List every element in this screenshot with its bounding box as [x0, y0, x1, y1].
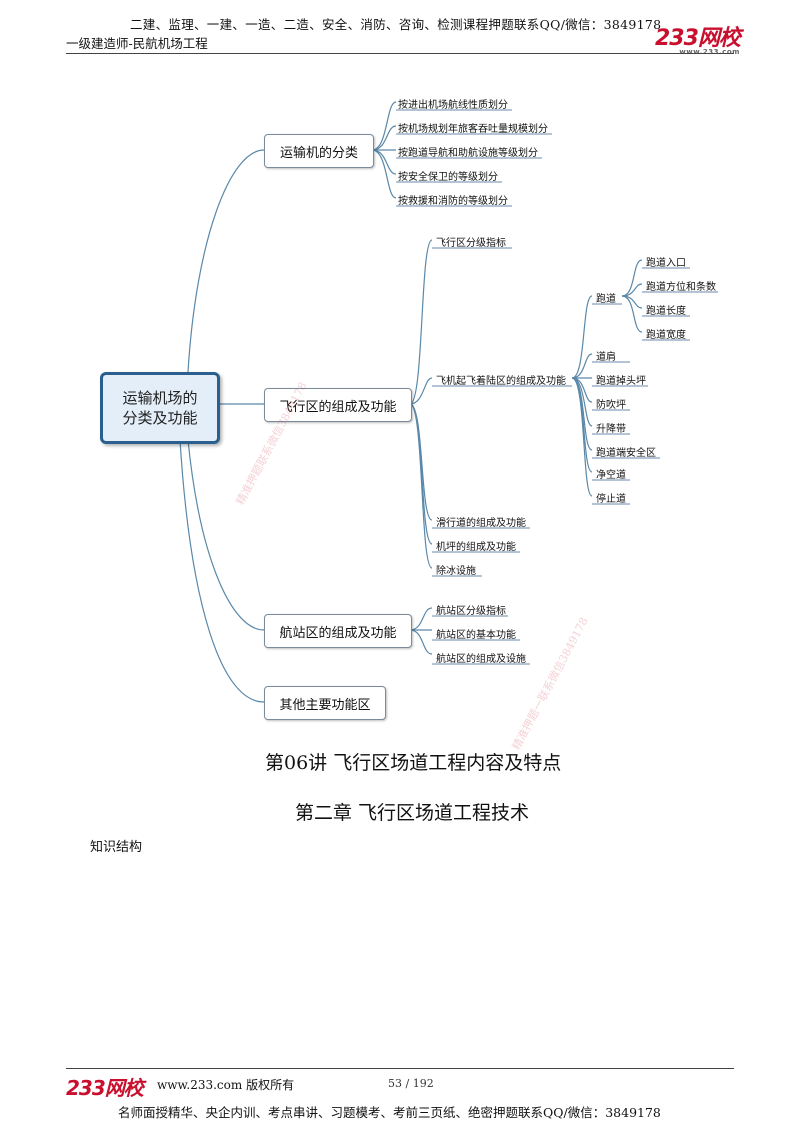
leaf-item: 滑行道的组成及功能	[436, 518, 526, 529]
leaf-item: 按机场规划年旅客吞吐量规模划分	[398, 124, 548, 135]
leaf-item: 航站区分级指标	[436, 606, 506, 617]
leaf-item: 跑道入口	[646, 258, 686, 269]
leaf-item: 净空道	[596, 470, 626, 481]
header-subject: 一级建造师-民航机场工程	[66, 36, 208, 51]
branch-airside: 飞行区的组成及功能	[264, 388, 412, 422]
header-divider	[66, 53, 734, 54]
branch-other-areas: 其他主要功能区	[264, 686, 386, 720]
branch-terminal: 航站区的组成及功能	[264, 614, 412, 648]
footer-divider	[66, 1068, 734, 1069]
mindmap-root: 运输机场的 分类及功能	[100, 372, 220, 444]
footer-logo: 233网校	[66, 1076, 144, 1100]
leaf-item: 除冰设施	[436, 566, 476, 577]
leaf-item: 跑道长度	[646, 306, 686, 317]
leaf-item: 机坪的组成及功能	[436, 542, 516, 553]
section-label: 知识结构	[90, 840, 143, 855]
leaf-item: 跑道宽度	[646, 330, 686, 341]
leaf-item: 跑道方位和条数	[646, 282, 716, 293]
leaf-item: 航站区的基本功能	[436, 630, 516, 641]
leaf-item: 按救援和消防的等级划分	[398, 196, 508, 207]
leaf-item: 按跑道导航和助航设施等级划分	[398, 148, 538, 159]
lecture-title: 第06讲 飞行区场道工程内容及特点	[265, 752, 562, 774]
leaf-item: 飞机起飞着陆区的组成及功能	[436, 376, 566, 387]
page-number: 53 / 192	[388, 1077, 434, 1090]
leaf-item: 道肩	[596, 352, 616, 363]
leaf-item: 按安全保卫的等级划分	[398, 172, 498, 183]
leaf-item: 跑道掉头坪	[596, 376, 646, 387]
leaf-item: 升降带	[596, 424, 626, 435]
footer-site: www.233.com 版权所有	[157, 1078, 295, 1092]
footer-contact-line: 名师面授精华、央企内训、考点串讲、习题模考、考前三页纸、绝密押题联系QQ/微信：…	[118, 1105, 661, 1120]
chapter-title: 第二章 飞行区场道工程技术	[295, 802, 530, 824]
leaf-item: 飞行区分级指标	[436, 238, 506, 249]
leaf-item: 停止道	[596, 494, 626, 505]
leaf-item: 防吹坪	[596, 400, 626, 411]
branch-transport-classification: 运输机的分类	[264, 134, 374, 168]
leaf-item: 航站区的组成及设施	[436, 654, 526, 665]
leaf-item: 跑道	[596, 294, 616, 305]
header-contact-line: 二建、监理、一建、一造、二造、安全、消防、咨询、检测课程押题联系QQ/微信：38…	[130, 17, 662, 32]
leaf-item: 跑道端安全区	[596, 448, 656, 459]
leaf-item: 按进出机场航线性质划分	[398, 100, 508, 111]
